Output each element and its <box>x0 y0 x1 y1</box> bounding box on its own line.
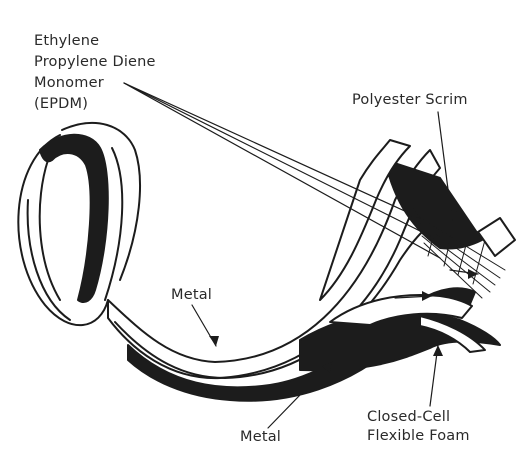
epdm-label-line-3: Monomer <box>34 73 156 94</box>
foam-label-line-2: Flexible Foam <box>367 427 470 446</box>
epdm-label-line-1: Ethylene <box>34 31 156 52</box>
epdm-label-line-2: Propylene Diene <box>34 52 156 73</box>
coil-roll <box>18 123 140 325</box>
sheet-layers <box>108 140 500 401</box>
metal-label-upper: Metal <box>171 285 212 306</box>
epdm-label: Ethylene Propylene Diene Monomer (EPDM) <box>34 31 156 115</box>
polyester-scrim-label: Polyester Scrim <box>352 90 468 111</box>
epdm-label-line-4: (EPDM) <box>34 94 156 115</box>
foam-label: Closed-Cell Flexible Foam <box>367 408 470 446</box>
foam-label-line-1: Closed-Cell <box>367 408 470 427</box>
metal-label-lower: Metal <box>240 427 281 448</box>
